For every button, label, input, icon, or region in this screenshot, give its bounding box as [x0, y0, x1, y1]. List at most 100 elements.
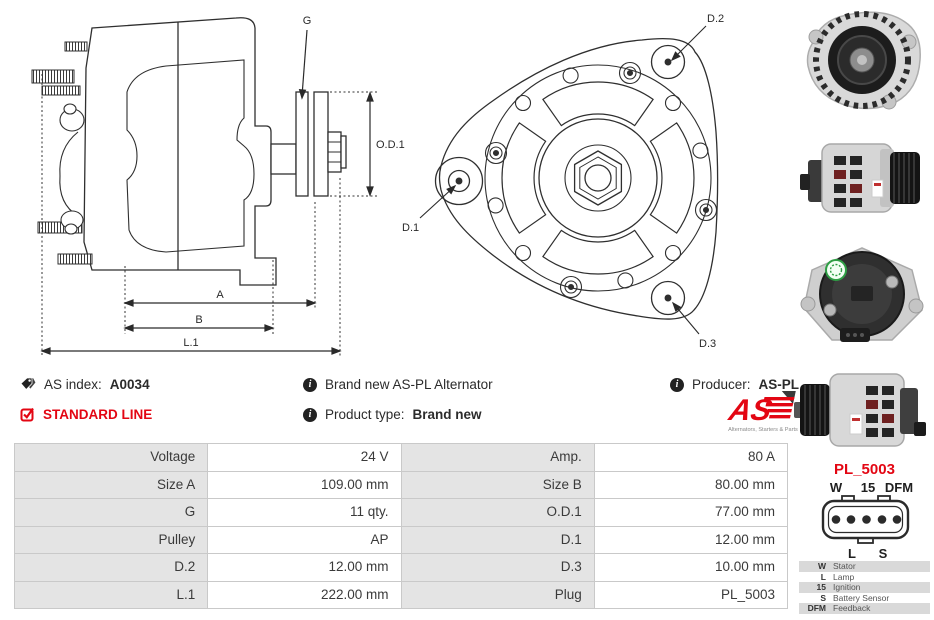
extension-lines: [41, 74, 378, 356]
spec-label-cell: O.D.1: [401, 499, 595, 527]
pin-label-w: W: [830, 480, 843, 495]
side-view-technical-drawing: G O.D.1 A B L.1: [31, 15, 405, 356]
legend-desc: Feedback: [833, 603, 871, 614]
spec-label-cell: D.2: [15, 554, 209, 582]
plug-legend: W Stator L Lamp 15 Ignition S Battery Se…: [799, 561, 930, 614]
standard-line-row: STANDARD LINE: [20, 407, 152, 422]
legend-row: DFM Feedback: [799, 603, 930, 614]
legend-desc: Battery Sensor: [833, 592, 890, 603]
producer-value: AS-PL: [758, 377, 800, 392]
legend-row: L Lamp: [799, 572, 930, 583]
spec-label-cell: Amp.: [401, 444, 595, 472]
spec-label-cell: Size A: [15, 471, 209, 499]
center-hub: [538, 118, 658, 238]
spec-value-cell: 12.00 mm: [594, 526, 788, 554]
as-index-label: AS index:: [44, 377, 102, 392]
dim-label-d1: D.1: [402, 222, 419, 234]
info-icon: i: [670, 377, 684, 392]
dimension-lines: [40, 29, 374, 355]
alternator-front-housing: [438, 37, 719, 320]
as-index-row: AS index: A0034: [20, 377, 150, 392]
spec-label-cell: L.1: [15, 581, 209, 609]
legend-desc: Ignition: [833, 582, 861, 593]
brand-new-text: Brand new AS-PL Alternator: [325, 377, 493, 392]
rear-studs: [31, 41, 93, 265]
legend-key: W: [817, 560, 826, 571]
product-type-value: Brand new: [412, 407, 482, 422]
spec-value-cell: 80 A: [594, 444, 788, 472]
product-photo-rear: [800, 247, 924, 342]
legend-desc: Lamp: [833, 571, 855, 582]
spec-value-cell: PL_5003: [594, 581, 788, 609]
product-photo-side-pulley-left: [794, 373, 926, 447]
spec-label-cell: G: [15, 499, 209, 527]
dim-label-d3: D.3: [699, 338, 716, 350]
front-labels: D.2 D.1 D.3: [402, 13, 724, 350]
rear-cover-details: [59, 103, 85, 235]
producer-label: Producer:: [692, 377, 751, 392]
legend-row: 15 Ignition: [799, 582, 930, 593]
spec-value-cell: 80.00 mm: [594, 471, 788, 499]
legend-key: S: [820, 592, 826, 603]
pin-label-dfm: DFM: [885, 480, 913, 495]
spec-value-cell: 12.00 mm: [208, 554, 402, 582]
rivets: [484, 61, 718, 299]
spec-label-cell: Pulley: [15, 526, 209, 554]
spec-value-cell: 24 V: [208, 444, 402, 472]
legend-key: L: [820, 571, 826, 582]
plug-connector-body: [821, 495, 910, 544]
product-photo-side-pulley-right: [800, 143, 920, 213]
info-icon: i: [303, 377, 317, 392]
brand-new-row: i Brand new AS-PL Alternator: [303, 377, 493, 392]
spec-value-cell: 11 qty.: [208, 499, 402, 527]
spec-value-cell: 109.00 mm: [208, 471, 402, 499]
logo-tagline: Alternators, Starters & Parts: [728, 427, 798, 433]
as-pl-logo: AS Alternators, Starters & Parts: [726, 391, 798, 433]
pin-label-15: 15: [861, 480, 875, 495]
spec-table: Voltage 24 V Amp. 80 A Size A 109.00 mm …: [14, 443, 788, 609]
dim-label-g: G: [303, 15, 312, 27]
logo-mark: AS: [726, 391, 796, 427]
dim-label-l1: L.1: [183, 337, 198, 349]
dim-label-a: A: [216, 289, 224, 301]
legend-row: S Battery Sensor: [799, 593, 930, 604]
dim-label-d2: D.2: [707, 13, 724, 25]
plug-bottom-pin-labels: L S: [848, 546, 888, 561]
check-square-icon: [20, 407, 34, 422]
tags-icon: [20, 377, 36, 391]
spec-value-cell: 77.00 mm: [594, 499, 788, 527]
product-type-row: i Product type: Brand new: [303, 407, 482, 422]
spec-label-cell: D.1: [401, 526, 595, 554]
spec-value-cell: 222.00 mm: [208, 581, 402, 609]
legend-key: DFM: [807, 603, 826, 614]
product-photo-front: [806, 11, 921, 110]
logo-text: AS: [726, 394, 775, 427]
legend-desc: Stator: [833, 560, 856, 571]
legend-row: W Stator: [799, 561, 930, 572]
dimension-labels: G O.D.1 A B L.1: [183, 15, 404, 349]
spec-label-cell: Size B: [401, 471, 595, 499]
front-view-technical-drawing: D.2 D.1 D.3: [402, 13, 724, 350]
spec-label-cell: Plug: [401, 581, 595, 609]
alternator-side-body: [83, 17, 277, 286]
spec-label-cell: D.3: [401, 554, 595, 582]
as-index-value: A0034: [109, 377, 150, 392]
producer-row: i Producer: AS-PL: [670, 377, 799, 392]
spec-label-cell: Voltage: [15, 444, 209, 472]
plug-pins: [831, 515, 902, 524]
spec-value-cell: AP: [208, 526, 402, 554]
product-type-label: Product type:: [325, 407, 405, 422]
bolt-holes: [487, 67, 709, 289]
dim-label-b: B: [195, 314, 202, 326]
info-icon: i: [303, 407, 317, 422]
standard-line-badge: STANDARD LINE: [43, 407, 153, 422]
dim-label-od1: O.D.1: [376, 139, 405, 151]
legend-key: 15: [816, 582, 826, 593]
pin-label-s: S: [879, 546, 888, 561]
face-cutouts: [501, 81, 695, 275]
plug-top-pin-labels: W 15 DFM: [830, 480, 913, 495]
pulley-side: [270, 91, 347, 197]
spec-value-cell: 10.00 mm: [594, 554, 788, 582]
pin-label-l: L: [848, 546, 856, 561]
plug-name: PL_5003: [834, 461, 895, 478]
